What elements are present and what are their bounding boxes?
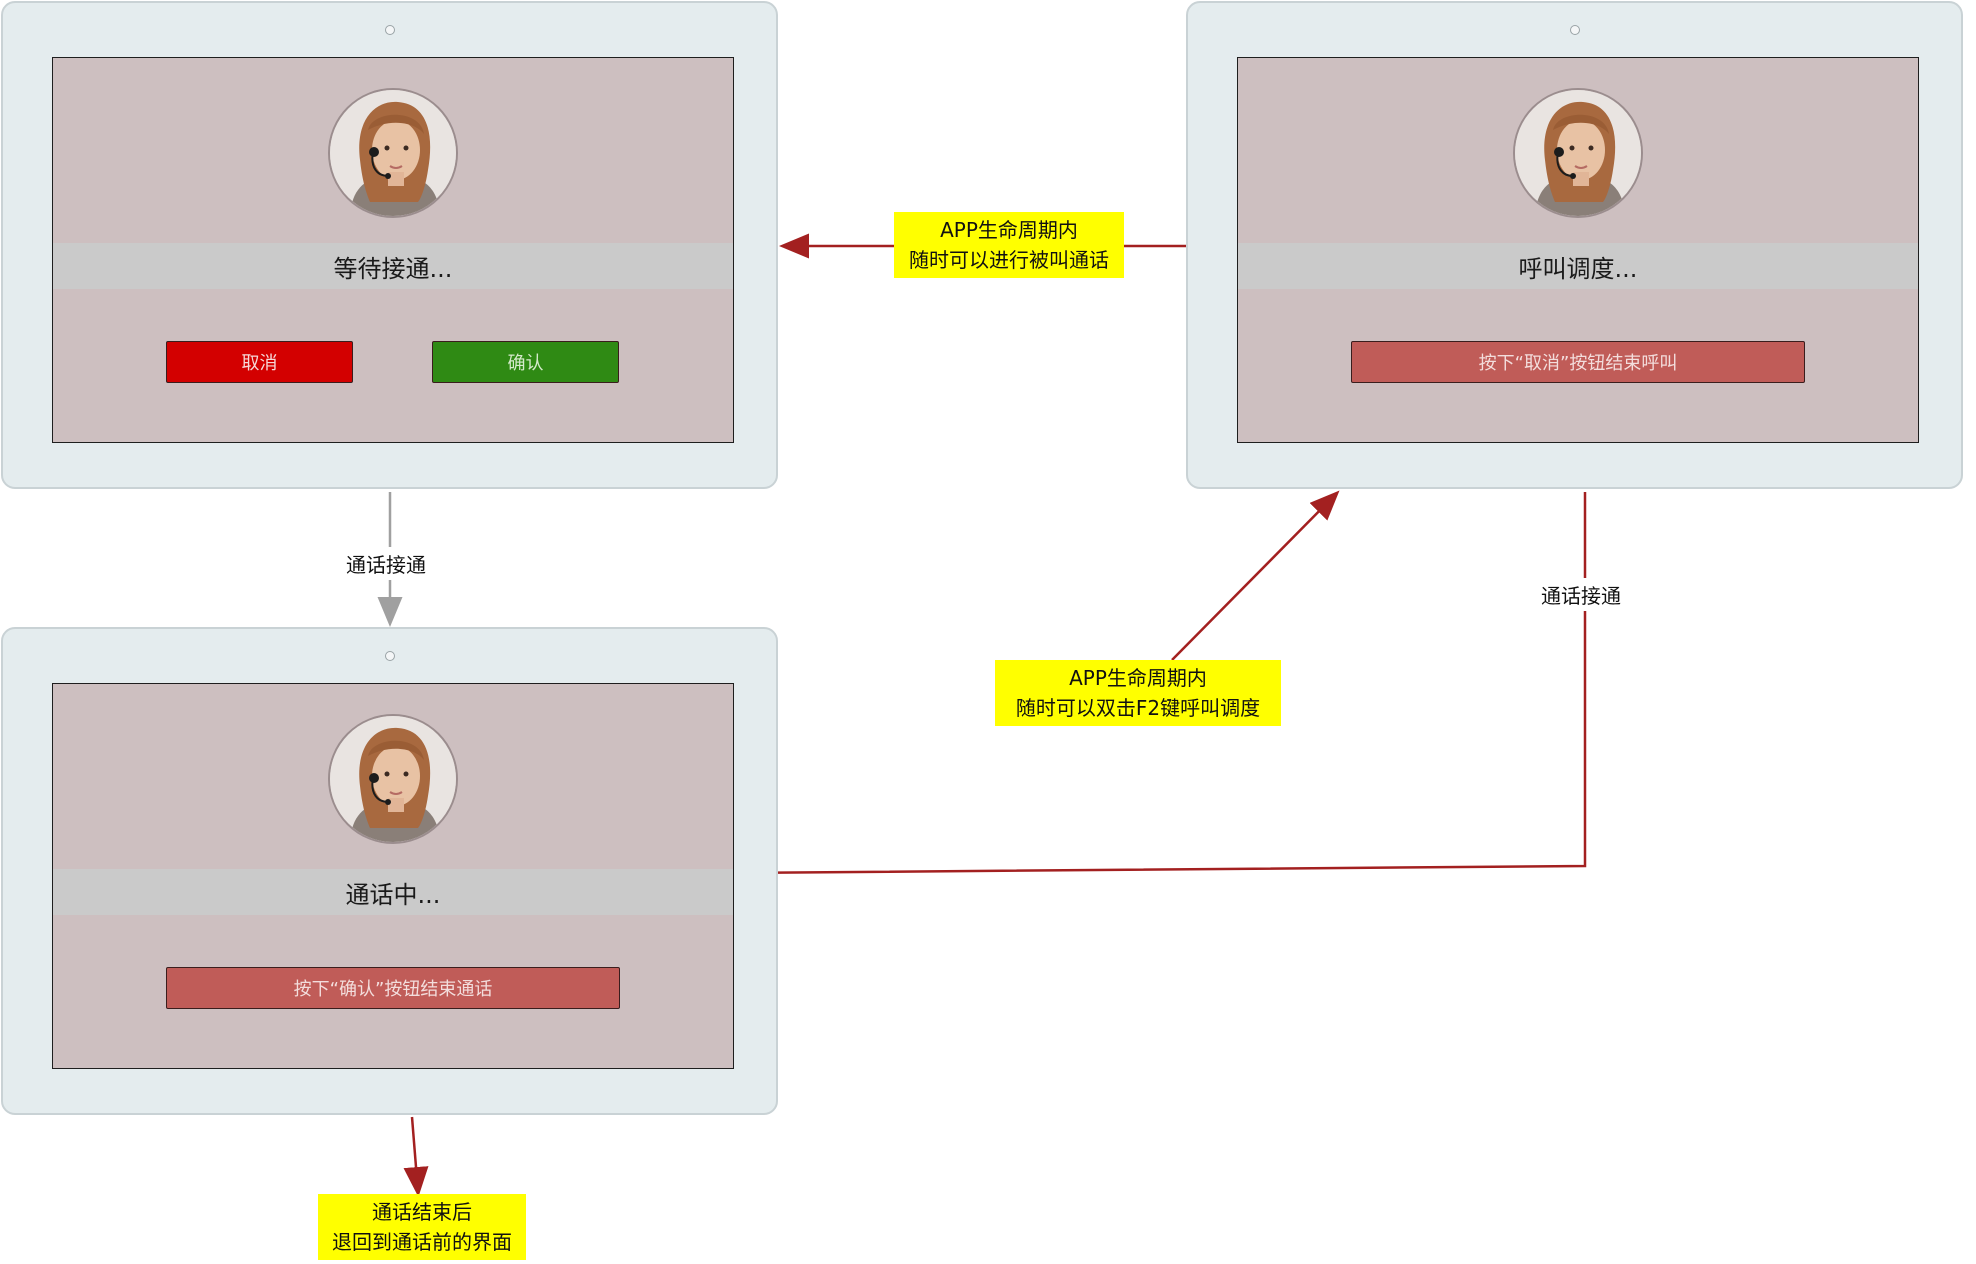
screen-waiting: 等待接通... 取消 确认 bbox=[52, 57, 734, 443]
note-line: 退回到通话前的界面 bbox=[332, 1230, 512, 1254]
screen-in-call: 通话中... 按下“确认”按钮结束通话 bbox=[52, 683, 734, 1069]
note-dial-dispatch: APP生命周期内 随时可以双击F2键呼叫调度 bbox=[995, 660, 1281, 726]
edge-label-connected: 通话接通 bbox=[342, 547, 430, 580]
arrow-dispatch-to-incall bbox=[729, 492, 1587, 886]
edge-label-connected: 通话接通 bbox=[1537, 578, 1625, 611]
note-incoming-call: APP生命周期内 随时可以进行被叫通话 bbox=[894, 212, 1124, 278]
tablet-in-call: 通话中... 按下“确认”按钮结束通话 bbox=[1, 627, 778, 1115]
end-call-confirm-button[interactable]: 按下“确认”按钮结束通话 bbox=[166, 967, 620, 1009]
note-line: 随时可以进行被叫通话 bbox=[909, 248, 1109, 272]
call-status-text: 通话中... bbox=[53, 869, 733, 915]
arrow-dial-to-dispatch bbox=[1171, 490, 1340, 661]
note-line: 通话结束后 bbox=[372, 1200, 472, 1224]
call-status-text: 等待接通... bbox=[53, 243, 733, 289]
agent-headset-avatar-icon bbox=[328, 88, 458, 218]
note-line: 随时可以双击F2键呼叫调度 bbox=[1015, 696, 1261, 720]
camera-dot bbox=[1570, 25, 1580, 35]
camera-dot bbox=[385, 25, 395, 35]
agent-headset-avatar-icon bbox=[1513, 88, 1643, 218]
tablet-dispatch: 呼叫调度... 按下“取消”按钮结束呼叫 bbox=[1186, 1, 1963, 489]
end-call-cancel-button[interactable]: 按下“取消”按钮结束呼叫 bbox=[1351, 341, 1805, 383]
arrow-incall-to-return bbox=[403, 1116, 429, 1197]
cancel-button[interactable]: 取消 bbox=[166, 341, 353, 383]
note-after-call: 通话结束后 退回到通话前的界面 bbox=[318, 1194, 526, 1260]
screen-dispatch: 呼叫调度... 按下“取消”按钮结束呼叫 bbox=[1237, 57, 1919, 443]
agent-headset-avatar-icon bbox=[328, 714, 458, 844]
note-line: APP生命周期内 bbox=[940, 218, 1078, 242]
confirm-button[interactable]: 确认 bbox=[432, 341, 619, 383]
note-line: APP生命周期内 bbox=[1069, 666, 1207, 690]
call-status-text: 呼叫调度... bbox=[1238, 243, 1918, 289]
camera-dot bbox=[385, 651, 395, 661]
tablet-waiting: 等待接通... 取消 确认 bbox=[1, 1, 778, 489]
